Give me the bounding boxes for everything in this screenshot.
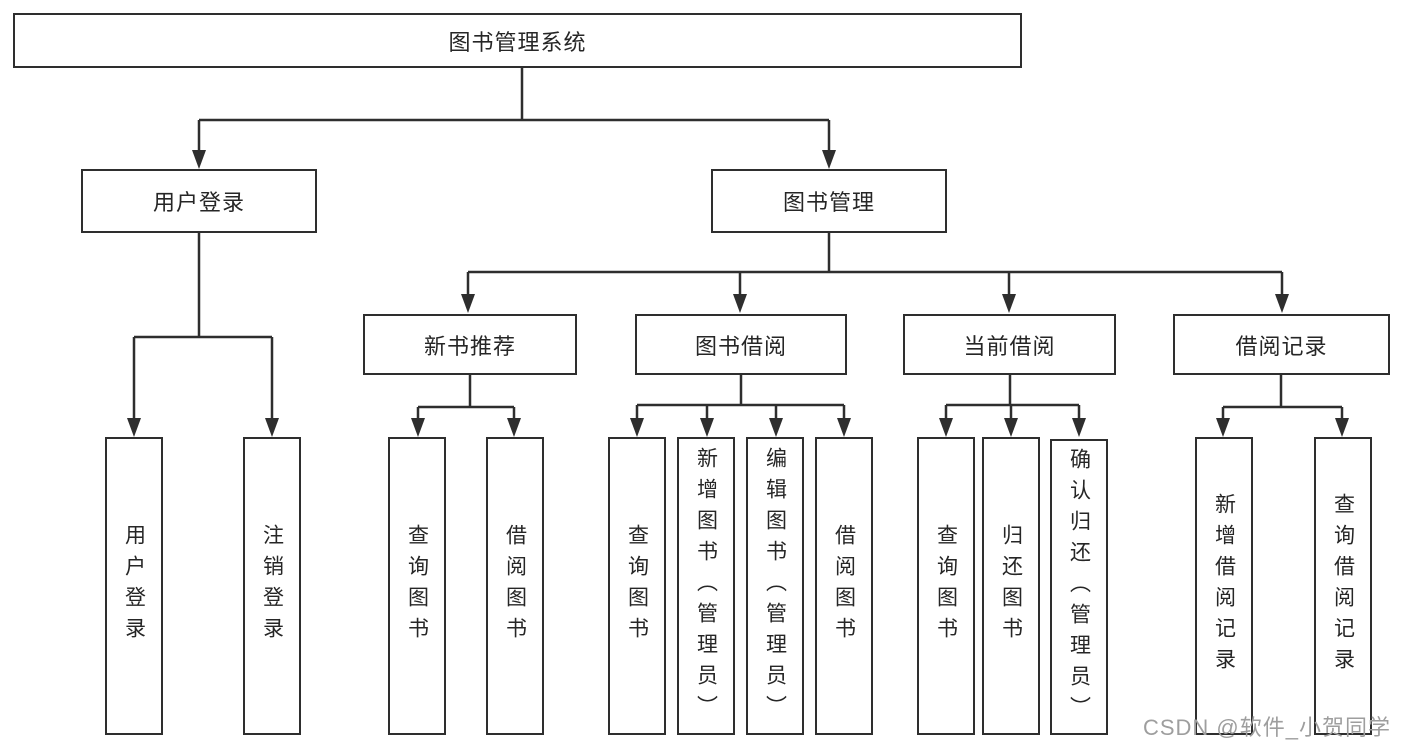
node-query-books-recommend: 查询图书 <box>388 437 446 735</box>
arrowhead-icons <box>127 150 1349 437</box>
node-query-books-borrowing: 查询图书 <box>608 437 666 735</box>
node-borrow-records: 借阅记录 <box>1173 314 1390 375</box>
node-borrow-books: 借阅图书 <box>815 437 873 735</box>
node-add-book-admin: 新增图书（管理员） <box>677 437 735 735</box>
node-logout-login: 注销登录 <box>243 437 301 735</box>
node-borrow-books-recommend: 借阅图书 <box>486 437 544 735</box>
node-book-borrowing: 图书借阅 <box>635 314 847 375</box>
node-add-borrow-record: 新增借阅记录 <box>1195 437 1253 735</box>
csdn-watermark: CSDN @软件_小贺同学 <box>1142 715 1391 740</box>
node-confirm-return-admin: 确认归还（管理员） <box>1050 439 1108 735</box>
node-edit-book-admin: 编辑图书（管理员） <box>746 437 804 735</box>
node-query-books-current: 查询图书 <box>917 437 975 735</box>
node-library-system: 图书管理系统 <box>13 13 1022 68</box>
node-user-login: 用户登录 <box>105 437 163 735</box>
node-user-login-group: 用户登录 <box>81 169 317 233</box>
node-book-management: 图书管理 <box>711 169 947 233</box>
node-current-borrowing: 当前借阅 <box>903 314 1116 375</box>
node-query-borrow-record: 查询借阅记录 <box>1314 437 1372 735</box>
node-new-book-recommend: 新书推荐 <box>363 314 577 375</box>
node-return-books: 归还图书 <box>982 437 1040 735</box>
